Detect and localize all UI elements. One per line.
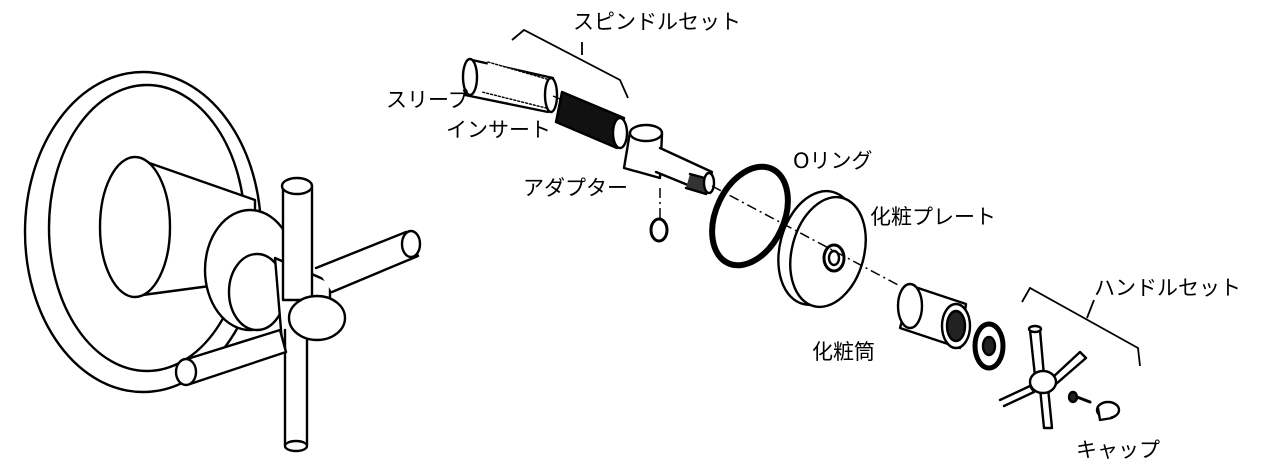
handle-set-part <box>998 324 1121 430</box>
cosmetic-tube-part <box>896 282 1006 371</box>
label-cap: キャップ <box>1076 438 1160 462</box>
brackets <box>511 28 1141 367</box>
label-spindle-set: スピンドルセット <box>573 10 741 34</box>
assembled-faucet <box>23 70 422 453</box>
sleeve-part <box>461 57 559 114</box>
adapter-part <box>622 123 716 243</box>
cosmetic-plate-part <box>777 189 867 309</box>
assembly-axis <box>552 95 901 287</box>
label-adapter: アダプター <box>523 176 628 200</box>
label-insert: インサート <box>446 118 551 142</box>
label-cosmetic-tube: 化粧筒 <box>812 340 875 364</box>
label-sleeve: スリーブ <box>386 88 469 112</box>
insert-part <box>554 90 629 150</box>
label-cosmetic-plate: 化粧プレート <box>870 205 996 229</box>
label-o-ring: Oリング <box>793 149 873 173</box>
label-handle-set: ハンドルセット <box>1094 276 1241 300</box>
o-ring-part <box>709 163 791 269</box>
